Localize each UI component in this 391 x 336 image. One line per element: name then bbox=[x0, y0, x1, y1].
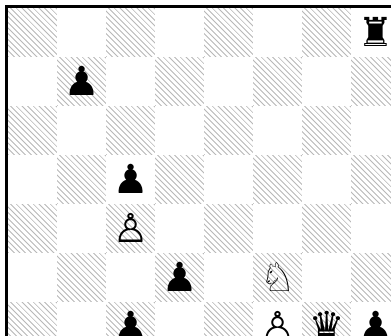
square-g7[interactable] bbox=[302, 57, 351, 106]
square-d6[interactable] bbox=[155, 106, 204, 155]
square-f7[interactable] bbox=[253, 57, 302, 106]
square-h3[interactable] bbox=[351, 253, 391, 302]
square-e4[interactable] bbox=[204, 204, 253, 253]
square-f5[interactable] bbox=[253, 155, 302, 204]
white-knight-icon[interactable]: ♘ bbox=[253, 253, 302, 302]
square-d4[interactable] bbox=[155, 204, 204, 253]
square-a3[interactable] bbox=[8, 253, 57, 302]
square-a4[interactable] bbox=[8, 204, 57, 253]
black-queen-icon[interactable]: ♛ bbox=[302, 302, 351, 336]
square-g8[interactable] bbox=[302, 8, 351, 57]
square-b2[interactable] bbox=[57, 302, 106, 336]
square-f6[interactable] bbox=[253, 106, 302, 155]
square-h7[interactable] bbox=[351, 57, 391, 106]
square-h4[interactable] bbox=[351, 204, 391, 253]
square-d5[interactable] bbox=[155, 155, 204, 204]
square-e7[interactable] bbox=[204, 57, 253, 106]
square-f4[interactable] bbox=[253, 204, 302, 253]
square-g4[interactable] bbox=[302, 204, 351, 253]
square-b4[interactable] bbox=[57, 204, 106, 253]
square-d8[interactable] bbox=[155, 8, 204, 57]
black-pawn-icon[interactable]: ♟ bbox=[57, 57, 106, 106]
square-a7[interactable] bbox=[8, 57, 57, 106]
black-pawn-icon[interactable]: ♟ bbox=[106, 155, 155, 204]
square-e3[interactable] bbox=[204, 253, 253, 302]
square-g5[interactable] bbox=[302, 155, 351, 204]
square-b5[interactable] bbox=[57, 155, 106, 204]
square-a2[interactable] bbox=[8, 302, 57, 336]
square-h6[interactable] bbox=[351, 106, 391, 155]
square-b6[interactable] bbox=[57, 106, 106, 155]
square-e5[interactable] bbox=[204, 155, 253, 204]
square-d2[interactable] bbox=[155, 302, 204, 336]
black-pawn-icon[interactable]: ♟ bbox=[351, 302, 391, 336]
square-c6[interactable] bbox=[106, 106, 155, 155]
black-pawn-icon[interactable]: ♟ bbox=[106, 302, 155, 336]
square-e6[interactable] bbox=[204, 106, 253, 155]
square-g6[interactable] bbox=[302, 106, 351, 155]
square-a8[interactable] bbox=[8, 8, 57, 57]
square-f8[interactable] bbox=[253, 8, 302, 57]
square-c3[interactable] bbox=[106, 253, 155, 302]
black-pawn-icon[interactable]: ♟ bbox=[155, 253, 204, 302]
square-b8[interactable] bbox=[57, 8, 106, 57]
square-d7[interactable] bbox=[155, 57, 204, 106]
square-b3[interactable] bbox=[57, 253, 106, 302]
white-pawn-icon[interactable]: ♙ bbox=[253, 302, 302, 336]
square-h5[interactable] bbox=[351, 155, 391, 204]
square-a5[interactable] bbox=[8, 155, 57, 204]
square-a6[interactable] bbox=[8, 106, 57, 155]
white-pawn-icon[interactable]: ♙ bbox=[106, 204, 155, 253]
square-e2[interactable] bbox=[204, 302, 253, 336]
square-c7[interactable] bbox=[106, 57, 155, 106]
square-g3[interactable] bbox=[302, 253, 351, 302]
square-e8[interactable] bbox=[204, 8, 253, 57]
square-c8[interactable] bbox=[106, 8, 155, 57]
black-rook-icon[interactable]: ♜ bbox=[351, 8, 391, 57]
